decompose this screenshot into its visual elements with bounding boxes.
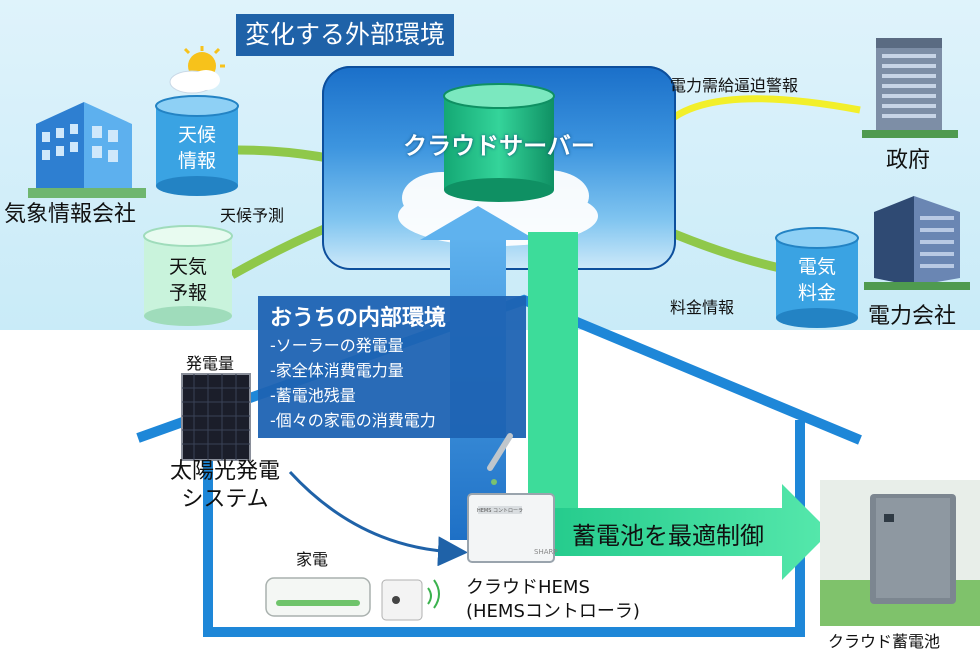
solar-line1: 太陽光発電 [169, 459, 280, 484]
generation-label: 発電量 [186, 354, 235, 373]
device-brand-label: SHARP [534, 548, 558, 556]
internal-item-solar: -ソーラーの発電量 [270, 336, 404, 355]
weather-info-line1: 天候 [177, 124, 216, 146]
weather-report-cylinder [143, 225, 233, 326]
internal-environment-box [258, 296, 526, 438]
electricity-rate-line2: 料金 [797, 282, 836, 304]
cloud-battery-label: クラウド蓄電池 [828, 632, 941, 651]
server-cylinder [443, 83, 555, 202]
electricity-rate-line1: 電気 [797, 256, 836, 278]
weather-company-building-icon [28, 102, 146, 198]
weather-info-line2: 情報 [177, 150, 216, 172]
solar-system-label: 太陽光発電 システム [150, 458, 300, 514]
cloud-server-label: クラウドサーバー [403, 132, 595, 160]
weather-report-line2: 予報 [168, 282, 207, 304]
weather-info-cylinder [155, 95, 239, 196]
external-environment-title: 変化する外部環境 [236, 14, 454, 56]
internal-environment-title: おうちの内部環境 [270, 306, 447, 331]
hems-line2: (HEMSコントローラ) [466, 601, 640, 622]
air-conditioner-icon [265, 577, 440, 621]
weather-info-label: 天候 情報 [152, 122, 242, 174]
power-alert-label: 電力需給逼迫警報 [670, 76, 799, 95]
solar-line2: システム [181, 487, 269, 512]
rate-info-label: 料金情報 [670, 298, 735, 317]
power-company-label: 電力会社 [868, 304, 957, 329]
solar-panel-icon [181, 373, 251, 461]
wireless-signal-icon [427, 579, 440, 609]
electricity-rate-cylinder [775, 227, 859, 328]
power-company-building-icon [864, 196, 970, 290]
cloud-battery-icon [820, 480, 980, 626]
electricity-rate-label: 電気 料金 [772, 254, 862, 306]
weather-forecast-label: 天候予測 [220, 206, 285, 225]
government-label: 政府 [886, 148, 931, 173]
weather-company-label: 気象情報会社 [4, 202, 137, 227]
appliance-label: 家電 [296, 550, 329, 569]
cloud-server-graphic [398, 83, 598, 246]
weather-report-label: 天気 予報 [140, 254, 236, 306]
internal-item-appliance-power: -個々の家電の消費電力 [270, 411, 436, 430]
internal-item-battery: -蓄電池残量 [270, 386, 356, 405]
weather-sun-icon [169, 46, 225, 94]
internal-item-household-power: -家全体消費電力量 [270, 361, 404, 380]
device-panel-text: HEMS コントローラ [477, 508, 523, 514]
government-building-icon [862, 38, 958, 138]
hems-controller-icon: HEMS コントローラ SHARP [467, 433, 558, 563]
hems-label: クラウドHEMS (HEMSコントローラ) [466, 576, 640, 624]
hems-line1: クラウドHEMS [466, 577, 590, 598]
weather-report-line1: 天気 [168, 256, 207, 278]
battery-control-label: 蓄電池を最適制御 [572, 522, 764, 550]
